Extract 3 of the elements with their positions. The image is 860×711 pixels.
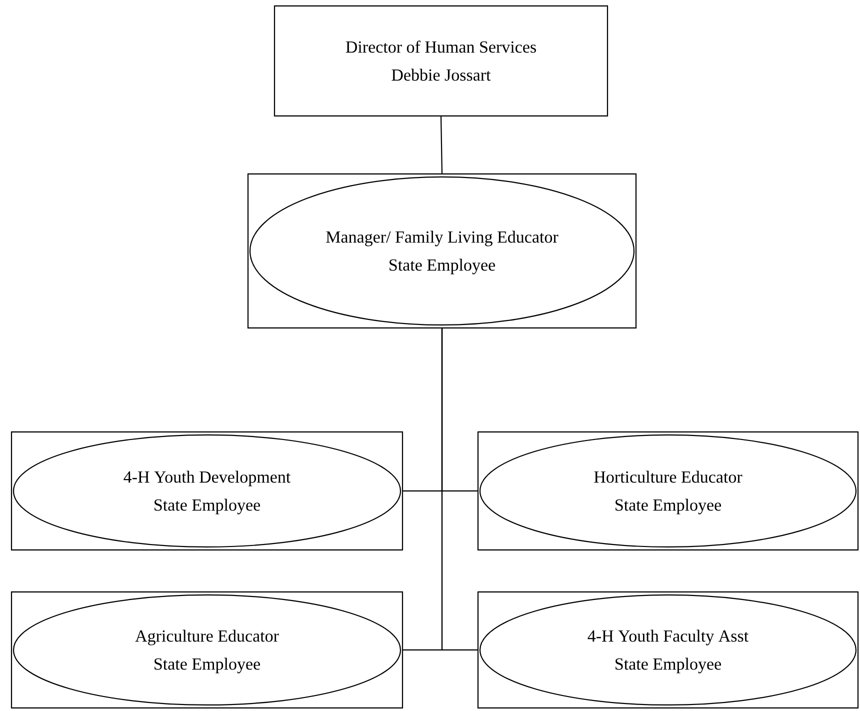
connector-line [441, 328, 478, 651]
title-box: Director of Human Services Debbie Jossart [274, 5, 608, 117]
connector-line [440, 116, 443, 174]
